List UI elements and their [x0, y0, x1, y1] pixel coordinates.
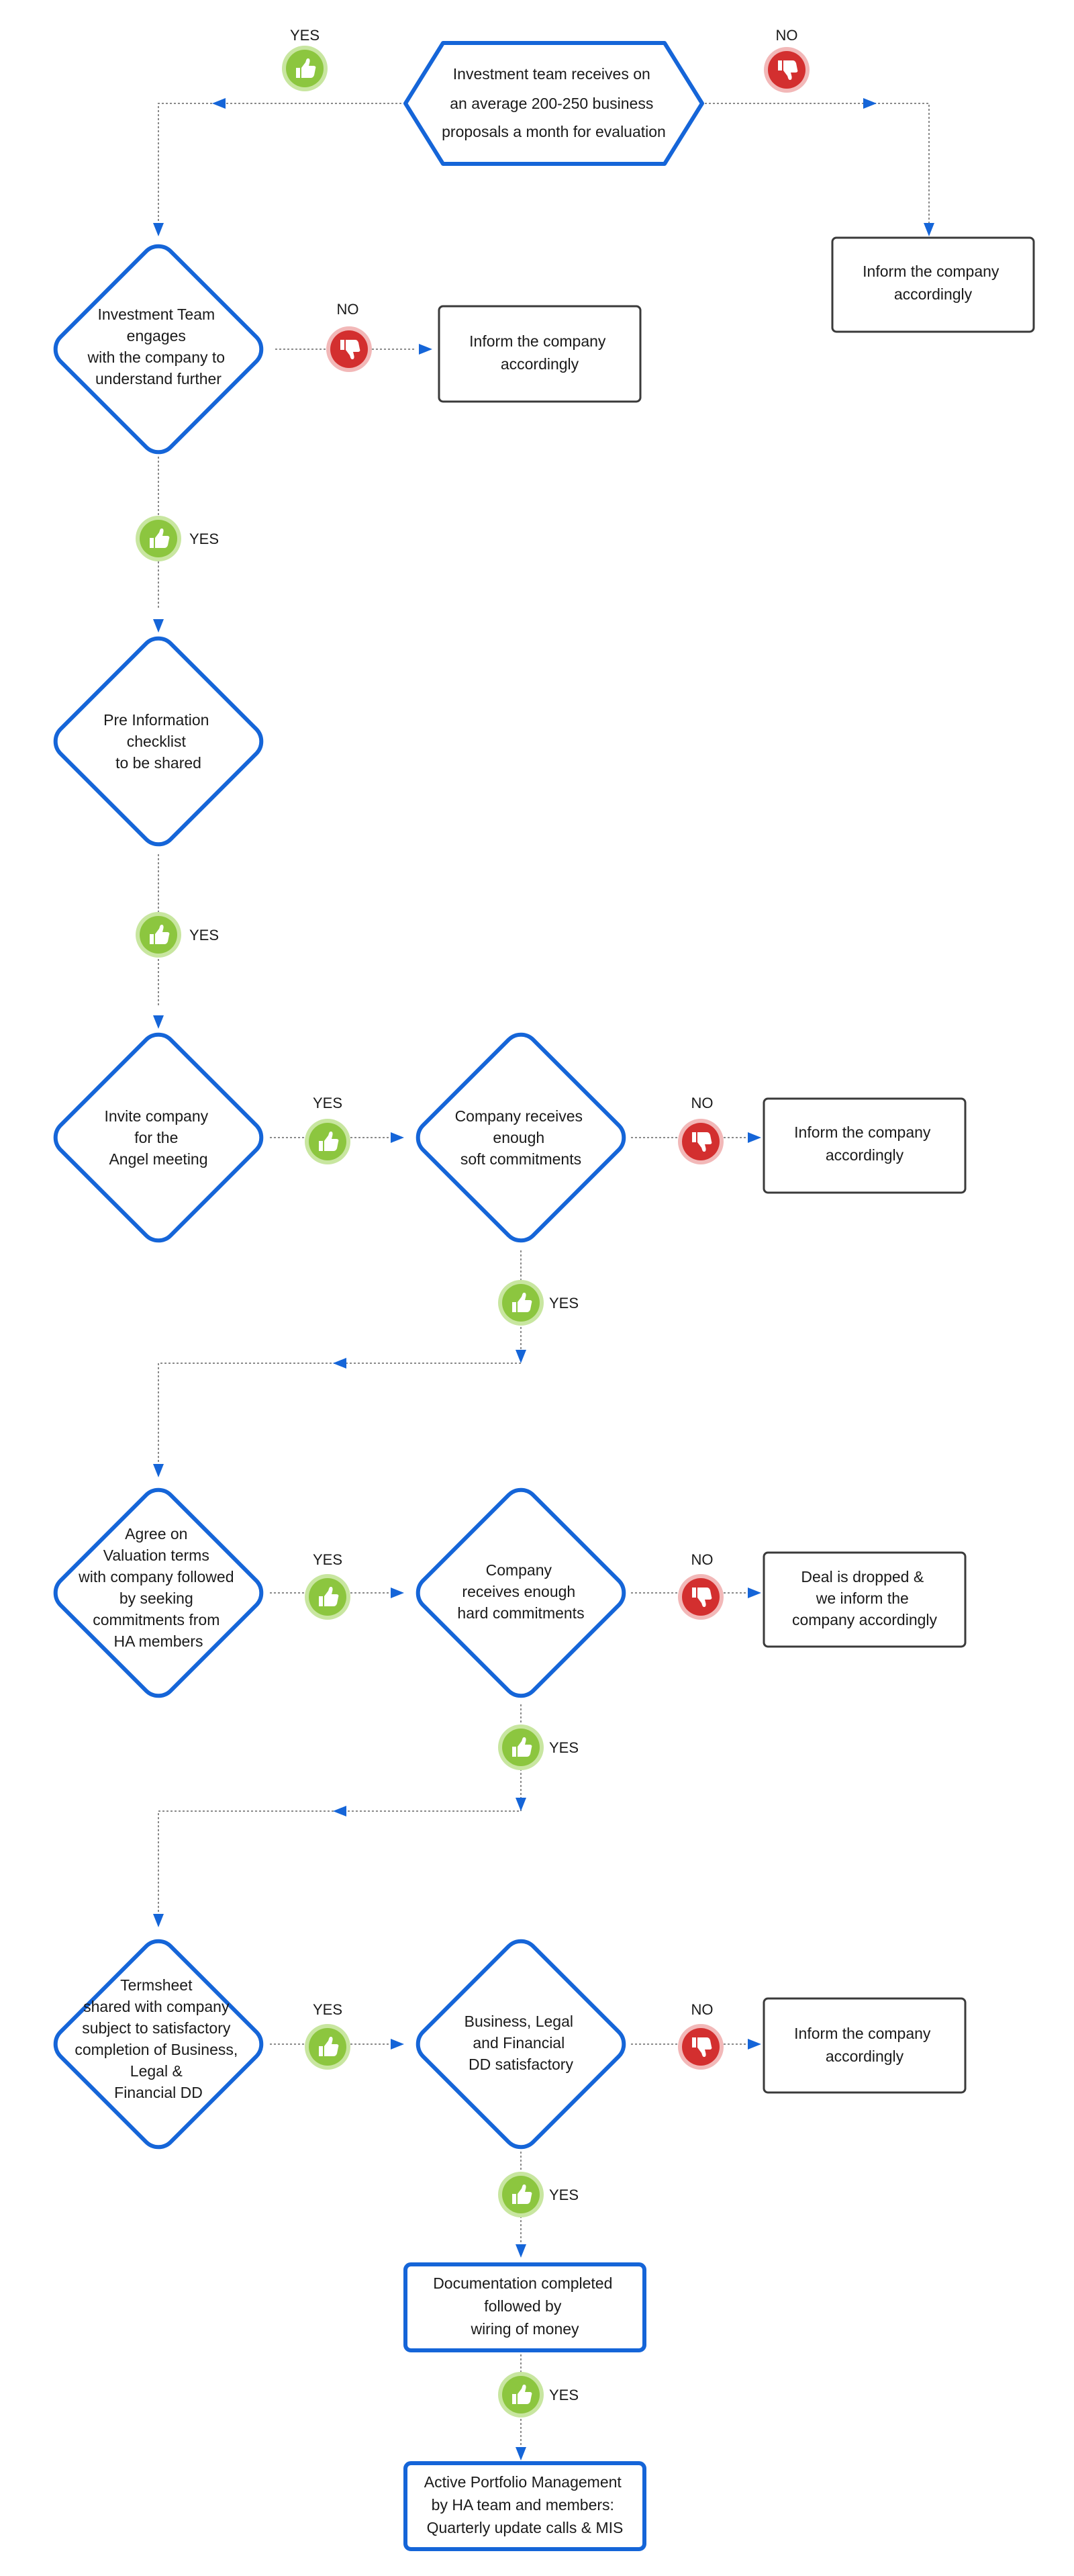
yes-badge	[498, 1280, 544, 1326]
yes-badge	[136, 516, 181, 561]
arrowhead	[212, 98, 226, 109]
decision-soft-label: Company receives enough soft commitments	[455, 1107, 587, 1168]
arrowhead	[516, 1350, 526, 1363]
decision-dd: Business, Legal and Financial DD satisfa…	[416, 1939, 626, 2150]
arrowhead	[748, 2039, 761, 2050]
decision-invite-label: Invite company for the Angel meeting	[104, 1107, 212, 1168]
decision-hard-label: Company receives enough hard commitments	[457, 1561, 584, 1622]
arrowhead	[153, 619, 164, 633]
deal-dropped-box: Deal is dropped & we inform the company …	[763, 1551, 967, 1648]
arrowhead	[333, 1358, 346, 1369]
yes-badge	[498, 2372, 544, 2418]
portfolio-label: Active Portfolio Management by HA team a…	[424, 2473, 626, 2536]
yes-badge	[305, 2024, 350, 2070]
portfolio-box: Active Portfolio Management by HA team a…	[403, 2461, 646, 2551]
decision-invite: Invite company for the Angel meeting	[53, 1032, 264, 1243]
yes-badge	[498, 1724, 544, 1770]
inform-box-soft: Inform the company accordingly	[763, 1097, 967, 1194]
inform-box-engage-label: Inform the company accordingly	[469, 332, 610, 373]
yes-label: YES	[549, 2387, 579, 2403]
yes-label: YES	[549, 1295, 579, 1312]
arrowhead	[153, 1015, 164, 1029]
decision-engage-label: Investment Team engages with the company…	[87, 306, 230, 387]
no-label: NO	[691, 1551, 714, 1568]
decision-dd-label: Business, Legal and Financial DD satisfa…	[465, 2013, 578, 2073]
decision-termsheet: Termsheet shared with company subject to…	[53, 1939, 264, 2150]
arrowhead	[391, 2039, 404, 2050]
arrowhead	[748, 1588, 761, 1598]
arrowhead	[333, 1806, 346, 1816]
yes-label: YES	[313, 1551, 342, 1568]
decision-soft-commitments: Company receives enough soft commitments	[416, 1032, 626, 1243]
arrowhead	[153, 223, 164, 236]
arrowheads	[153, 98, 934, 2460]
decision-engage: Investment Team engages with the company…	[53, 244, 264, 455]
arrowhead	[391, 1132, 404, 1143]
no-label: NO	[691, 2001, 714, 2018]
yes-badge	[305, 1574, 350, 1620]
no-badge	[678, 1119, 724, 1164]
decision-valuation: Agree on Valuation terms with company fo…	[53, 1487, 264, 1698]
deal-dropped-label: Deal is dropped & we inform the company …	[792, 1568, 938, 1628]
yes-badge	[136, 912, 181, 958]
arrowhead	[516, 2447, 526, 2460]
no-badge	[678, 2024, 724, 2070]
decision-checklist: Pre Information checklist to be shared	[53, 636, 264, 847]
yes-label: YES	[549, 2187, 579, 2203]
no-label: NO	[691, 1095, 714, 1111]
arrowhead	[863, 98, 877, 109]
yes-label: YES	[313, 2001, 342, 2018]
no-badge	[678, 1574, 724, 1620]
start-node: Investment team receives on an average 2…	[403, 41, 704, 166]
documentation-label: Documentation completed followed by wiri…	[433, 2274, 617, 2338]
yes-label: YES	[189, 927, 219, 944]
inform-box-soft-label: Inform the company accordingly	[794, 1123, 935, 1164]
inform-box-top: Inform the company accordingly	[831, 236, 1035, 333]
yes-label: YES	[189, 531, 219, 547]
no-badge	[764, 47, 810, 93]
inform-box-dd-label: Inform the company accordingly	[794, 2025, 935, 2065]
decision-hard-commitments: Company receives enough hard commitments	[416, 1487, 626, 1698]
arrowhead	[516, 2244, 526, 2258]
yes-label: YES	[290, 27, 320, 44]
yes-label: YES	[313, 1095, 342, 1111]
decision-checklist-label: Pre Information checklist to be shared	[103, 711, 213, 772]
yes-badge	[282, 46, 328, 91]
arrowhead	[153, 1914, 164, 1927]
arrowhead	[924, 223, 934, 236]
documentation-box: Documentation completed followed by wiri…	[403, 2262, 646, 2352]
inform-box-dd: Inform the company accordingly	[763, 1997, 967, 2094]
yes-badge	[305, 1119, 350, 1164]
arrowhead	[516, 1798, 526, 1811]
no-label: NO	[776, 27, 798, 44]
arrowhead	[419, 344, 432, 355]
start-node-label: Investment team receives on an average 2…	[442, 65, 666, 140]
no-badge	[326, 326, 372, 372]
arrowhead	[391, 1588, 404, 1598]
arrowhead	[748, 1132, 761, 1143]
yes-label: YES	[549, 1739, 579, 1756]
arrowhead	[153, 1464, 164, 1477]
yes-badge	[498, 2172, 544, 2217]
no-label: NO	[337, 301, 359, 318]
decision-valuation-label: Agree on Valuation terms with company fo…	[78, 1525, 238, 1650]
inform-box-engage: Inform the company accordingly	[438, 305, 642, 403]
inform-box-top-label: Inform the company accordingly	[863, 263, 1004, 303]
decision-termsheet-label: Termsheet shared with company subject to…	[75, 1976, 242, 2101]
